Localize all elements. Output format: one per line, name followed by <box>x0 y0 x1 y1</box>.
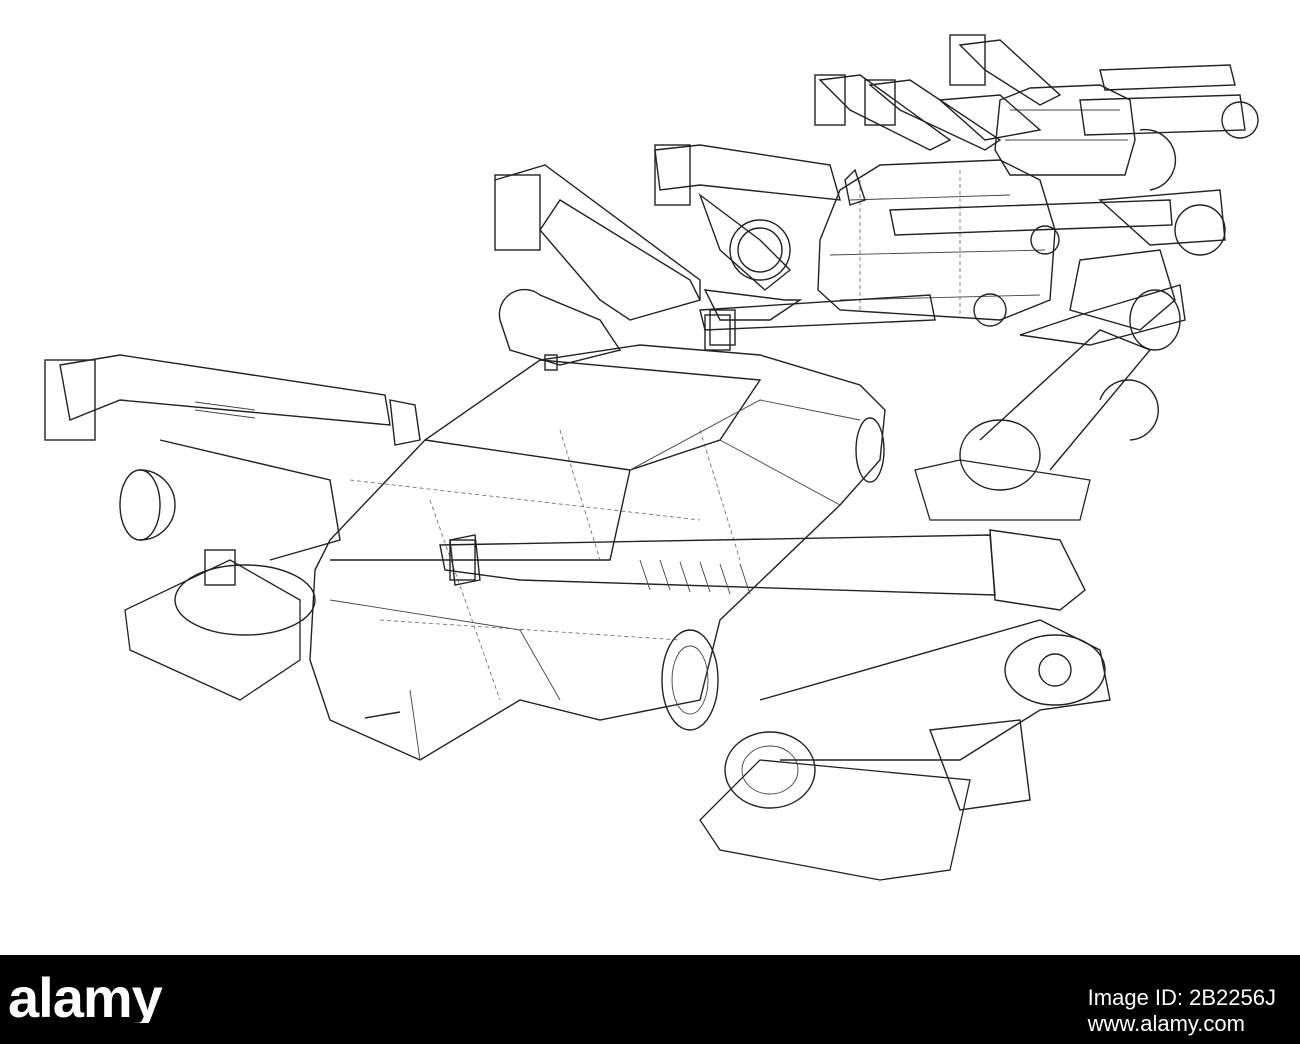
main-car <box>309 344 886 761</box>
image-id: Image ID: 2B2256J <box>1087 985 1276 1010</box>
watermark-footer: alamy Image ID: 2B2256J www.alamy.com <box>0 955 1300 1044</box>
center-robot <box>494 164 936 366</box>
front-right-robot <box>439 529 1111 881</box>
image-meta: Image ID: 2B2256J www.alamy.com <box>1088 985 1276 1037</box>
middle-car <box>817 159 1060 327</box>
robot-assembly-line-drawing <box>44 34 1259 881</box>
wireframe-illustration <box>44 34 1259 881</box>
brand-name: alamy <box>8 973 163 1023</box>
site-url: www.alamy.com <box>1087 1011 1245 1036</box>
far-car <box>994 84 1136 176</box>
alamy-logo: alamy <box>8 973 164 1023</box>
left-robot <box>44 354 421 701</box>
right-robots <box>814 34 1259 521</box>
roof-mounts <box>449 314 731 581</box>
upper-robot <box>654 144 866 291</box>
